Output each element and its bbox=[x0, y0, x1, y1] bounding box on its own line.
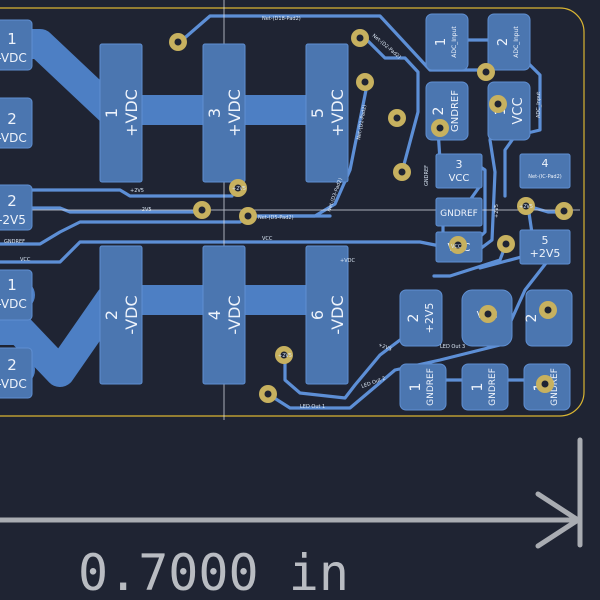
pad-left-2-net: -VDC bbox=[0, 131, 27, 145]
vias[interactable]: +2V5 VCC +2V5 +2V5 bbox=[169, 29, 573, 403]
via[interactable] bbox=[259, 385, 277, 403]
pad-ic-4-net: Net-(IC-Pad2) bbox=[528, 174, 562, 180]
net-label: GNDREF bbox=[4, 239, 25, 245]
via[interactable] bbox=[169, 33, 187, 51]
net-label: Net-(D18-Pad2) bbox=[262, 16, 301, 22]
net-label: +2V5 bbox=[377, 342, 392, 352]
pad-left-4-num: 1 bbox=[7, 276, 17, 294]
pad-big-5-label: 5+VDC bbox=[308, 89, 347, 137]
via-label: VCC bbox=[451, 244, 462, 250]
via[interactable] bbox=[555, 202, 573, 220]
pad-big-2[interactable] bbox=[99, 245, 143, 385]
via[interactable]: +2V5 bbox=[229, 179, 247, 197]
via[interactable] bbox=[239, 207, 257, 225]
dimension-arrowhead bbox=[535, 491, 583, 549]
pad-big-6[interactable] bbox=[305, 245, 349, 385]
net-label: +2V5 bbox=[494, 204, 500, 218]
via-label: +2V5 bbox=[232, 186, 246, 192]
dimension-value-text: 0.7000 in bbox=[78, 544, 349, 600]
pad-big-4[interactable] bbox=[202, 245, 246, 385]
pad-ic-gndref[interactable] bbox=[435, 197, 483, 227]
via[interactable] bbox=[431, 119, 449, 137]
pad-ic-4-num: 4 bbox=[542, 157, 549, 170]
pad-big-4-label: 4-VDC bbox=[205, 295, 244, 334]
net-label: LED Out 3 bbox=[440, 344, 465, 350]
pad-big-3[interactable] bbox=[202, 43, 246, 183]
via[interactable]: +2V5 bbox=[517, 197, 535, 215]
via[interactable] bbox=[356, 73, 374, 91]
net-label: ADC_Input bbox=[536, 92, 542, 118]
pad-ic-5-num: 5 bbox=[542, 234, 549, 247]
via-label: +2V5 bbox=[519, 204, 533, 210]
via[interactable] bbox=[193, 201, 211, 219]
via[interactable]: +2V5 bbox=[275, 346, 293, 364]
via[interactable] bbox=[477, 63, 495, 81]
net-label: +VDC bbox=[340, 258, 355, 264]
pad-ic-5[interactable] bbox=[519, 229, 571, 265]
via[interactable] bbox=[479, 305, 497, 323]
via[interactable] bbox=[351, 29, 369, 47]
dimension-annotation[interactable] bbox=[0, 437, 583, 549]
pad-ic-4[interactable] bbox=[519, 153, 571, 189]
via[interactable] bbox=[539, 301, 557, 319]
net-label: VCC bbox=[262, 236, 273, 242]
pad-gndref-1b[interactable] bbox=[461, 363, 509, 411]
via[interactable] bbox=[497, 235, 515, 253]
via[interactable] bbox=[388, 109, 406, 127]
via[interactable] bbox=[393, 163, 411, 181]
pad-2v5-2-label: 2+2V5 bbox=[406, 303, 436, 334]
pad-big-6-label: 6-VDC bbox=[308, 295, 347, 334]
net-label: -2V5 bbox=[140, 207, 152, 213]
pad-left-3-num: 2 bbox=[7, 192, 17, 210]
pad-ic-3[interactable] bbox=[435, 153, 483, 189]
pad-left-4[interactable] bbox=[0, 269, 33, 321]
board-edge bbox=[0, 7, 585, 417]
pad-adc-2[interactable] bbox=[487, 13, 531, 71]
via[interactable] bbox=[489, 95, 507, 113]
pad-left-5[interactable] bbox=[0, 347, 33, 399]
pad-left-3-net: -2V5 bbox=[0, 213, 26, 227]
pad-big-1[interactable] bbox=[99, 43, 143, 183]
via[interactable]: VCC bbox=[449, 236, 467, 254]
power-pads[interactable]: 1+VDC 3+VDC 5+VDC 2-VDC 4-VDC 6-VDC bbox=[99, 43, 349, 385]
pad-2v5-2[interactable] bbox=[399, 289, 443, 347]
via[interactable] bbox=[536, 375, 554, 393]
pad-big-1-label: 1+VDC bbox=[102, 89, 141, 137]
pad-ic-3-net: VCC bbox=[449, 173, 470, 184]
pad-big-3-label: 3+VDC bbox=[205, 89, 244, 137]
net-label: GNDREF bbox=[424, 165, 430, 186]
net-label: Net-(D5-Pad2) bbox=[258, 215, 294, 221]
pad-left-5-net: -VDC bbox=[0, 377, 27, 391]
pad-left-5-num: 2 bbox=[7, 356, 17, 374]
pad-adc-1[interactable] bbox=[425, 13, 469, 71]
net-label: LED Out 1 bbox=[300, 404, 325, 410]
pad-left-1-net: -VDC bbox=[0, 51, 27, 65]
pad-ic-gndref-net: GNDREF bbox=[440, 209, 478, 219]
pad-left-1-num: 1 bbox=[7, 30, 17, 48]
net-label: +2V5 bbox=[130, 188, 144, 194]
pad-left-2-num: 2 bbox=[7, 110, 17, 128]
pad-big-5[interactable] bbox=[305, 43, 349, 183]
pad-ic-5-net: +2V5 bbox=[530, 247, 561, 260]
pad-big-2-label: 2-VDC bbox=[102, 295, 141, 334]
net-label: VCC bbox=[20, 257, 31, 263]
pad-left-4-net: -VDC bbox=[0, 297, 27, 311]
pad-left-2[interactable] bbox=[0, 97, 33, 149]
pad-left-3[interactable] bbox=[0, 184, 33, 231]
via-label: +2V5 bbox=[278, 353, 292, 359]
pad-ic-3-num: 3 bbox=[456, 158, 463, 171]
left-connector-pads[interactable]: 1 -VDC 2 -VDC 2 -2V5 1 -VDC 2 -VDC bbox=[0, 19, 33, 399]
pad-gndref-1a[interactable] bbox=[399, 363, 447, 411]
pad-left-1[interactable] bbox=[0, 19, 33, 71]
pad-right-2-num: 2 bbox=[524, 314, 540, 323]
